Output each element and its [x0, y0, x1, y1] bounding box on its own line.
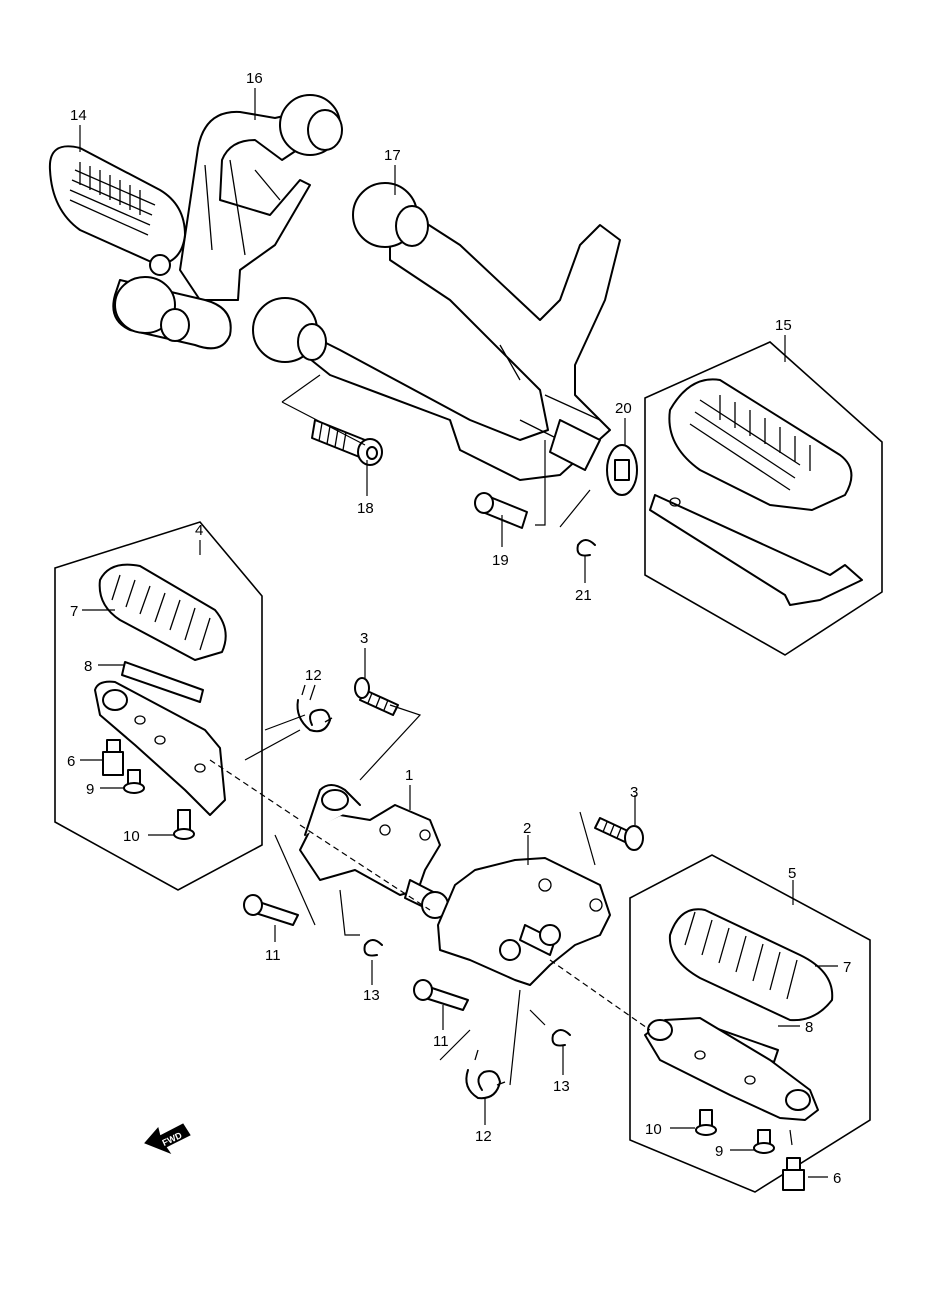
- callout-14: 14: [70, 107, 87, 124]
- callout-21: 21: [575, 587, 592, 604]
- spring-12-upper: [296, 684, 333, 733]
- callout-11-left: 11: [265, 947, 281, 964]
- callout-4: 4: [195, 522, 203, 539]
- pin-11-right: [413, 979, 469, 1011]
- callouts: 16 14 17 15 20 18 19 21 4 7 8 6 9 10 3 1…: [67, 70, 851, 1187]
- callout-7-right: 7: [843, 959, 851, 976]
- kit-5-bolt-6: [782, 1157, 805, 1191]
- kit-box-4: [54, 521, 263, 891]
- bolt-18: [311, 419, 383, 466]
- bracket-pivot-sleeve: [112, 276, 232, 350]
- kit-box-5: [629, 854, 871, 1193]
- rear-bracket-16: [179, 94, 343, 301]
- pin-11-left: [243, 894, 299, 926]
- callout-9-left: 9: [86, 781, 94, 798]
- kit-5-screw-10: [695, 1109, 717, 1136]
- kit-box-15: [644, 341, 883, 656]
- kit-15-footpeg: [668, 378, 853, 511]
- kit-5-screw-9: [753, 1129, 775, 1154]
- callout-6-right: 6: [833, 1170, 841, 1187]
- clip-21: [576, 539, 596, 557]
- callout-13-right: 13: [553, 1078, 570, 1095]
- kit-4-plate-8: [121, 661, 204, 703]
- kit-5-bracket: [644, 1017, 819, 1121]
- assembly-lines: [209, 374, 793, 1146]
- rear-footpeg-14: [48, 145, 186, 276]
- clip-13-left: [363, 939, 383, 957]
- pin-19: [474, 492, 528, 529]
- screw-3-upper: [354, 677, 399, 716]
- front-bracket-2: [437, 857, 611, 986]
- callout-7-left: 7: [70, 603, 78, 620]
- callout-leaders: [79, 88, 838, 1178]
- callout-12-lower: 12: [475, 1128, 492, 1145]
- fwd-arrow-icon: FWD: [144, 1123, 191, 1155]
- callout-11-right: 11: [433, 1033, 449, 1050]
- kit-15-plate: [649, 494, 863, 606]
- callout-15: 15: [775, 317, 792, 334]
- callout-10-right: 10: [645, 1121, 662, 1138]
- callout-10-left: 10: [123, 828, 140, 845]
- kit-4-bolt-6: [102, 739, 124, 776]
- callout-5: 5: [788, 865, 796, 882]
- callout-16: 16: [246, 70, 263, 87]
- callout-2: 2: [523, 820, 531, 837]
- callout-17: 17: [384, 147, 401, 164]
- kit-4-screw-9: [123, 769, 145, 794]
- kit-4-screw-10: [173, 809, 195, 840]
- callout-9-right: 9: [715, 1143, 723, 1160]
- callout-18: 18: [357, 500, 374, 517]
- callout-20: 20: [615, 400, 632, 417]
- callout-8-left: 8: [84, 658, 92, 675]
- callout-3-upper: 3: [360, 630, 368, 647]
- callout-6-left: 6: [67, 753, 75, 770]
- callout-13-left: 13: [363, 987, 380, 1004]
- kit-4-bracket: [94, 680, 226, 816]
- callout-1: 1: [405, 767, 413, 784]
- callout-19: 19: [492, 552, 509, 569]
- callout-3-right: 3: [630, 784, 638, 801]
- spring-12-lower: [465, 1049, 506, 1100]
- callout-12-upper: 12: [305, 667, 322, 684]
- clip-13-right: [551, 1029, 571, 1047]
- rear-bracket-17: [252, 182, 621, 481]
- front-bracket-1: [299, 784, 449, 919]
- callout-8-right: 8: [805, 1019, 813, 1036]
- kit-5-rubber-7: [668, 908, 834, 1022]
- washer-20: [606, 444, 638, 496]
- kit-4-rubber-7: [98, 563, 227, 661]
- screw-3-right: [594, 817, 644, 851]
